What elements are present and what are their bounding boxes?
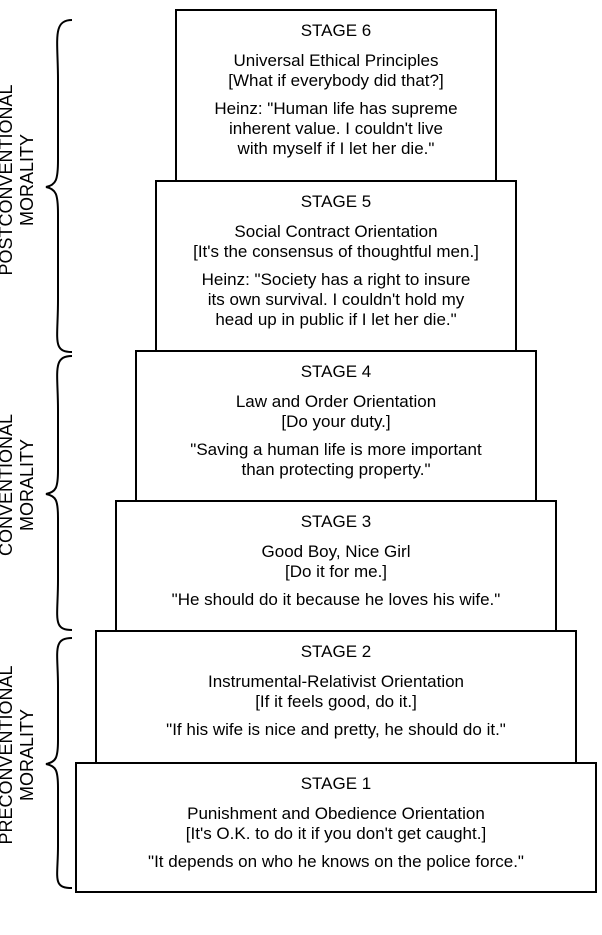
stage-name: Universal Ethical Principles [233, 51, 439, 70]
preconventional-brace [45, 637, 73, 889]
stage-tagline: [It's O.K. to do it if you don't get cau… [185, 824, 487, 843]
stage-3-box: STAGE 3 Good Boy, Nice Girl [Do it for m… [115, 500, 557, 632]
stage-tagline: [What if everybody did that?] [228, 71, 444, 90]
stage-title: STAGE 3 [300, 512, 372, 531]
conventional-brace [45, 355, 73, 631]
stage-quote: Heinz: "Human life has supreme inherent … [214, 99, 458, 158]
stage-title: STAGE 2 [300, 642, 372, 661]
stage-title: STAGE 1 [300, 774, 372, 793]
stage-name: Punishment and Obedience Orientation [187, 804, 485, 823]
stage-1-box: STAGE 1 Punishment and Obedience Orienta… [75, 762, 597, 893]
stage-name: Law and Order Orientation [235, 392, 437, 411]
stage-4-box: STAGE 4 Law and Order Orientation [Do yo… [135, 350, 537, 502]
level-brackets [45, 19, 73, 889]
stage-5-box: STAGE 5 Social Contract Orientation [It'… [155, 180, 517, 352]
stage-6-box: STAGE 6 Universal Ethical Principles [Wh… [175, 9, 497, 182]
stage-name: Good Boy, Nice Girl [261, 542, 411, 561]
stage-quote: "It depends on who he knows on the polic… [148, 852, 524, 871]
stage-quote: Heinz: "Society has a right to insure it… [201, 270, 471, 329]
stage-tagline: [Do your duty.] [281, 412, 391, 431]
stage-title: STAGE 4 [300, 362, 372, 381]
stage-name: Instrumental-Relativist Orientation [207, 672, 465, 691]
stage-title: STAGE 6 [300, 21, 372, 40]
stage-quote: "If his wife is nice and pretty, he shou… [166, 720, 506, 739]
stage-tagline: [It's the consensus of thoughtful men.] [193, 242, 479, 261]
stage-quote: "He should do it because he loves his wi… [171, 590, 501, 609]
postconventional-brace [45, 19, 73, 353]
stage-2-box: STAGE 2 Instrumental-Relativist Orientat… [95, 630, 577, 764]
stage-title: STAGE 5 [300, 192, 372, 211]
level-label-preconventional: PRECONVENTIONAL MORALITY [0, 665, 37, 845]
stage-tagline: [Do it for me.] [284, 562, 388, 581]
stage-tagline: [If it feels good, do it.] [255, 692, 417, 711]
stage-name: Social Contract Orientation [234, 222, 438, 241]
stage-quote: "Saving a human life is more important t… [190, 440, 482, 479]
